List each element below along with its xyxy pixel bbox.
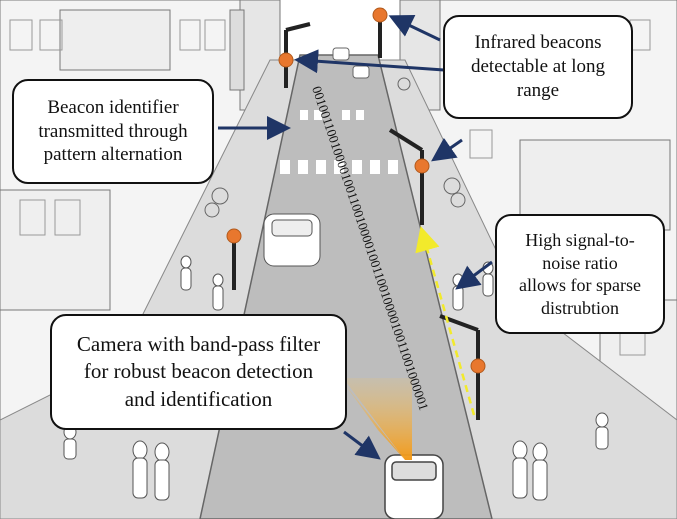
arrow-camera [343,430,381,460]
arrow-infrared-2 [294,49,445,74]
callout-infrared-beacons: Infrared beacons detectable at long rang… [443,15,633,119]
car-white [263,213,321,267]
right-sidewalk [374,59,677,519]
camera-view-cone [343,378,412,460]
beacon-1 [372,7,388,23]
beacon-4 [226,228,242,244]
arrow-infrared-3 [431,137,463,162]
pointer-arrows [218,14,493,460]
callout-snr-text: High signal-to- noise ratio allows for s… [519,230,641,318]
callout-beacon-identifier: Beacon identifier transmitted through pa… [12,79,214,184]
callout-camera: Camera with band-pass filter for robust … [50,314,347,430]
arrow-infrared-1 [388,14,441,42]
cafe-tables [204,77,466,218]
car-camera [384,454,444,519]
beacon-2 [278,52,294,68]
beacon-5 [470,358,486,374]
snr-yellow-arrow [415,225,476,416]
callout-beacon-id-text: Beacon identifier transmitted through pa… [38,96,188,166]
pedestrians [63,255,609,501]
callout-snr: High signal-to- noise ratio allows for s… [495,214,665,334]
car-distant [332,47,370,79]
beacon-3 [414,158,430,174]
arrow-snr [455,260,493,290]
infrared-beacons [226,7,486,374]
camera-view-cone-left [340,378,405,460]
callout-infrared-text: Infrared beacons detectable at long rang… [471,32,605,101]
callout-camera-text: Camera with band-pass filter for robust … [76,332,321,411]
crosswalk [280,110,398,174]
